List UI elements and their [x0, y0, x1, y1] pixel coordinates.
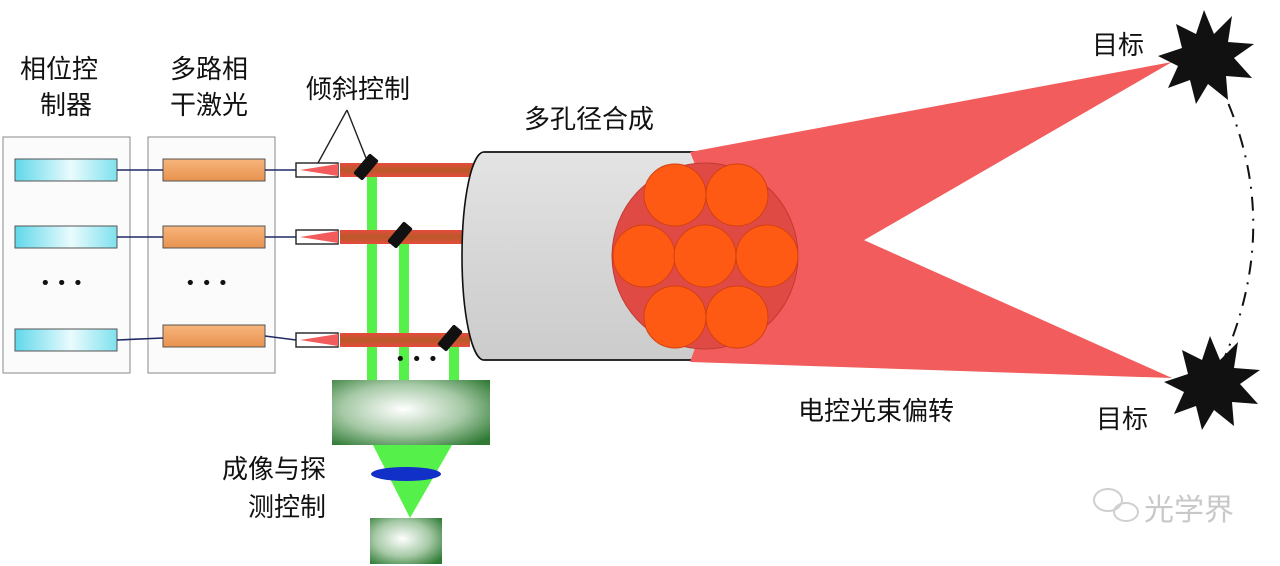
coherent-lasers-label-2: 干激光: [170, 91, 248, 121]
target-bottom-label: 目标: [1096, 405, 1148, 435]
target-top-label: 目标: [1092, 31, 1144, 61]
output-beam-bottom: [690, 190, 1172, 378]
phase-controller-ellipsis: • • •: [40, 273, 83, 294]
emitter-1: [643, 163, 707, 227]
imaging-module: [332, 380, 490, 445]
emitter-3: [612, 224, 676, 288]
focusing-beam: [373, 445, 452, 518]
coherent-lasers-label-1: 多路相: [170, 55, 248, 85]
imaging-label-2: 测控制: [248, 493, 326, 523]
laser-unit-2: [162, 225, 266, 249]
mirrors-ellipsis: • • •: [395, 349, 438, 370]
lasers-ellipsis: • • •: [185, 273, 228, 294]
tilt-mirrors: [353, 154, 463, 351]
emitter-5: [735, 224, 799, 288]
emitter-2: [705, 163, 769, 227]
connection-lines: [116, 169, 297, 341]
phase-controller-label-2: 制器: [40, 91, 92, 121]
emitter-4: [673, 224, 737, 288]
beam-steering-label: 电控光束偏转: [798, 397, 954, 427]
target-bottom-icon: [1164, 336, 1260, 430]
tilt-control-label: 倾斜控制: [306, 75, 410, 105]
emitter-7: [705, 285, 769, 349]
laser-unit-3: [162, 324, 266, 348]
emitter-6: [643, 285, 707, 349]
detection-beams: [367, 170, 459, 380]
tilt-control-pointer: [317, 109, 367, 164]
phase-controller-unit-1: [14, 158, 118, 182]
emitter-array: [612, 163, 799, 349]
detector-module: [370, 518, 442, 564]
focusing-lens: [371, 467, 441, 481]
phase-controller-unit-2: [14, 225, 118, 249]
multi-aperture-label: 多孔径合成: [524, 105, 654, 135]
collimator-1: [295, 162, 339, 178]
watermark-text: 光学界: [1144, 493, 1234, 528]
collimator-3: [295, 332, 339, 348]
laser-unit-1: [162, 158, 266, 182]
imaging-label-1: 成像与探: [222, 455, 326, 485]
wechat-icon: [1093, 488, 1139, 522]
phase-controller-label-1: 相位控: [20, 55, 98, 85]
steering-arc: [1214, 74, 1255, 373]
collimator-2: [295, 229, 339, 245]
watermark: 光学界: [1093, 488, 1234, 528]
phase-controller-unit-3: [14, 328, 118, 352]
target-top-icon: [1158, 10, 1254, 104]
